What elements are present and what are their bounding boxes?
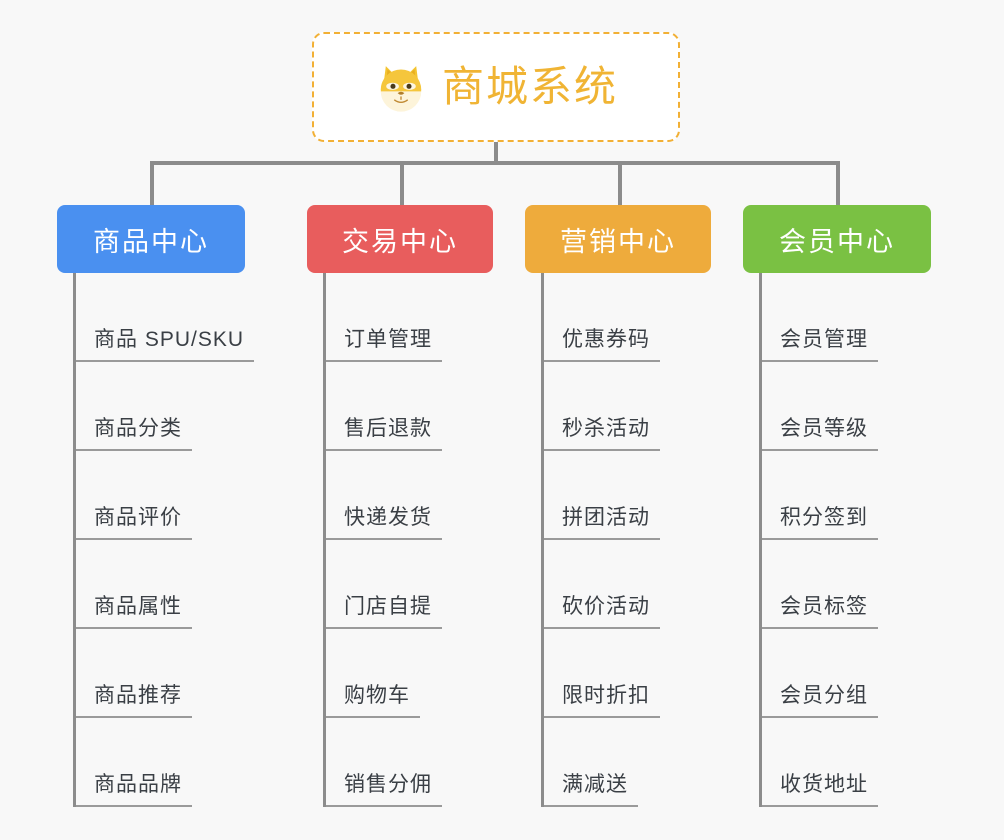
list-item-label: 优惠券码 <box>544 327 660 362</box>
list-item-label: 门店自提 <box>326 594 442 629</box>
list-item[interactable]: 购物车 <box>326 629 493 718</box>
list-item-label: 收货地址 <box>762 772 878 807</box>
list-item[interactable]: 订单管理 <box>326 273 493 362</box>
list-item-label: 售后退款 <box>326 416 442 451</box>
list-item-label: 限时折扣 <box>544 683 660 718</box>
connector-drop-1 <box>150 161 154 205</box>
connector-drop-2 <box>400 161 404 205</box>
column-spine <box>323 273 326 807</box>
list-item[interactable]: 商品 SPU/SKU <box>76 273 255 362</box>
root-node-mall-system[interactable]: 商城系统 <box>312 32 680 142</box>
list-item-label: 购物车 <box>326 683 420 718</box>
list-item[interactable]: 满减送 <box>544 718 711 807</box>
connector-drop-3 <box>618 161 622 205</box>
category-header-trade-center[interactable]: 交易中心 <box>307 205 493 273</box>
item-list-marketing-center: 优惠券码 秒杀活动 拼团活动 砍价活动 限时折扣 满减送 <box>525 273 711 807</box>
item-list-trade-center: 订单管理 售后退款 快递发货 门店自提 购物车 销售分佣 <box>307 273 493 807</box>
root-title: 商城系统 <box>441 63 618 110</box>
list-item[interactable]: 商品推荐 <box>76 629 245 718</box>
list-item[interactable]: 商品分类 <box>76 362 245 451</box>
connector-drop-4 <box>836 161 840 205</box>
item-list-product-center: 商品 SPU/SKU 商品分类 商品评价 商品属性 商品推荐 商品品牌 <box>57 273 255 807</box>
connector-horizontal-bus <box>150 161 840 165</box>
list-item[interactable]: 商品品牌 <box>76 718 245 807</box>
list-item-label: 商品推荐 <box>76 683 192 718</box>
list-item-label: 销售分佣 <box>326 772 442 807</box>
list-item-label: 订单管理 <box>326 327 442 362</box>
list-item-label: 快递发货 <box>326 505 442 540</box>
column-trade-center: 交易中心 订单管理 售后退款 快递发货 门店自提 购物车 销售分佣 <box>307 205 493 807</box>
list-item-label: 会员管理 <box>762 327 878 362</box>
list-item-label: 商品分类 <box>76 416 192 451</box>
list-item-label: 商品品牌 <box>76 772 192 807</box>
list-item[interactable]: 门店自提 <box>326 540 493 629</box>
column-spine <box>759 273 762 807</box>
list-item-label: 商品 SPU/SKU <box>76 327 255 362</box>
list-item[interactable]: 快递发货 <box>326 451 493 540</box>
list-item-label: 秒杀活动 <box>544 416 660 451</box>
list-item-label: 会员标签 <box>762 594 878 629</box>
category-header-product-center[interactable]: 商品中心 <box>57 205 245 273</box>
shiba-dog-face-icon <box>374 61 428 115</box>
list-item[interactable]: 限时折扣 <box>544 629 711 718</box>
list-item[interactable]: 售后退款 <box>326 362 493 451</box>
list-item[interactable]: 优惠券码 <box>544 273 711 362</box>
category-header-member-center[interactable]: 会员中心 <box>743 205 931 273</box>
list-item[interactable]: 收货地址 <box>762 718 931 807</box>
column-spine <box>73 273 76 807</box>
connector-root-stem <box>494 142 498 164</box>
list-item[interactable]: 砍价活动 <box>544 540 711 629</box>
column-product-center: 商品中心 商品 SPU/SKU 商品分类 商品评价 商品属性 商品推荐 商品品牌 <box>57 205 255 807</box>
list-item[interactable]: 会员等级 <box>762 362 931 451</box>
column-marketing-center: 营销中心 优惠券码 秒杀活动 拼团活动 砍价活动 限时折扣 满减送 <box>525 205 711 807</box>
list-item[interactable]: 商品评价 <box>76 451 245 540</box>
list-item-label: 商品属性 <box>76 594 192 629</box>
list-item[interactable]: 拼团活动 <box>544 451 711 540</box>
list-item[interactable]: 会员管理 <box>762 273 931 362</box>
list-item-label: 商品评价 <box>76 505 192 540</box>
list-item[interactable]: 会员标签 <box>762 540 931 629</box>
category-header-marketing-center[interactable]: 营销中心 <box>525 205 711 273</box>
list-item-label: 积分签到 <box>762 505 878 540</box>
list-item-label: 会员等级 <box>762 416 878 451</box>
list-item-label: 会员分组 <box>762 683 878 718</box>
list-item-label: 砍价活动 <box>544 594 660 629</box>
list-item-label: 满减送 <box>544 772 638 807</box>
column-spine <box>541 273 544 807</box>
list-item-label: 拼团活动 <box>544 505 660 540</box>
list-item[interactable]: 会员分组 <box>762 629 931 718</box>
list-item[interactable]: 积分签到 <box>762 451 931 540</box>
item-list-member-center: 会员管理 会员等级 积分签到 会员标签 会员分组 收货地址 <box>743 273 931 807</box>
list-item[interactable]: 商品属性 <box>76 540 245 629</box>
list-item[interactable]: 秒杀活动 <box>544 362 711 451</box>
list-item[interactable]: 销售分佣 <box>326 718 493 807</box>
column-member-center: 会员中心 会员管理 会员等级 积分签到 会员标签 会员分组 收货地址 <box>743 205 931 807</box>
